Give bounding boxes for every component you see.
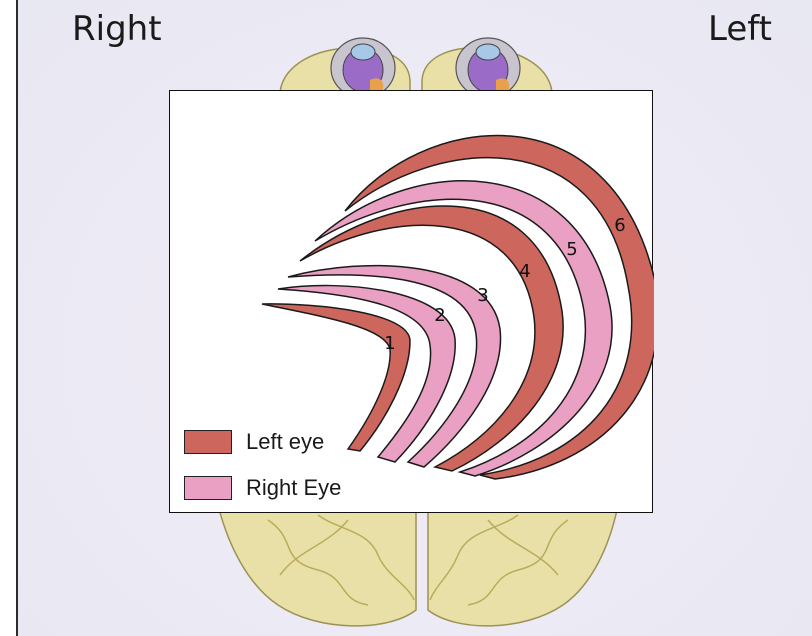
- legend-swatch-right-eye: [184, 476, 232, 500]
- left-side-label: Left: [708, 12, 772, 46]
- legend-item-left-eye: Left eye: [184, 429, 324, 455]
- legend-label-right-eye: Right Eye: [246, 475, 341, 501]
- legend-item-right-eye: Right Eye: [184, 475, 341, 501]
- layer-number-4: 4: [519, 261, 530, 282]
- layer-number-2: 2: [434, 305, 445, 326]
- layer-number-3: 3: [477, 285, 488, 306]
- lgn-layers-diagram: 1 2 3 4 5 6 Left eye Right Eye: [169, 90, 653, 513]
- layer-number-1: 1: [384, 333, 395, 354]
- illustration-panel: Right Left 1 2 3 4 5 6 Left eye Right Eye: [18, 0, 812, 636]
- legend-label-left-eye: Left eye: [246, 429, 324, 455]
- right-side-label: Right: [72, 12, 162, 46]
- brain-hemispheres-bottom: [218, 505, 618, 626]
- layer-number-5: 5: [566, 239, 577, 260]
- layer-number-6: 6: [614, 215, 625, 236]
- legend-swatch-left-eye: [184, 430, 232, 454]
